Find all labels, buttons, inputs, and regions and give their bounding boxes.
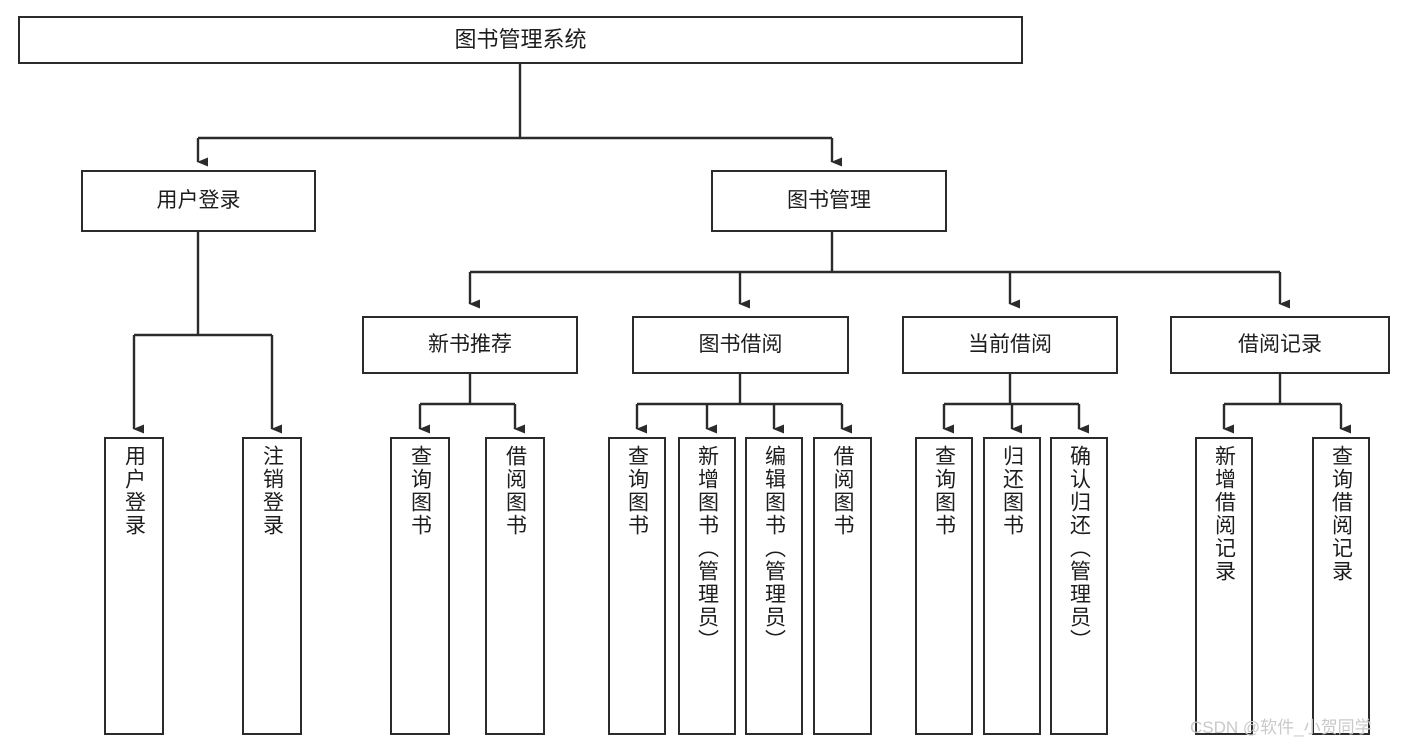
- node-label: 图书管理系统: [454, 26, 587, 52]
- node-leaf-user-login[interactable]: 用户登录: [104, 437, 164, 735]
- node-leaf-query-book-2[interactable]: 查询图书: [608, 437, 666, 735]
- node-leaf-query-record[interactable]: 查询借阅记录: [1312, 437, 1370, 735]
- node-label: 归还图书: [1000, 445, 1024, 537]
- node-leaf-query-book-1[interactable]: 查询图书: [390, 437, 450, 735]
- node-label: 查询图书: [625, 445, 649, 537]
- node-user-login[interactable]: 用户登录: [81, 170, 316, 232]
- node-label: 借阅图书: [831, 445, 854, 537]
- node-label: 新增借阅记录: [1212, 445, 1236, 583]
- node-label: 注销登录: [260, 445, 284, 537]
- node-leaf-borrow-book-2[interactable]: 借阅图书: [813, 437, 872, 735]
- node-label: 用户登录: [156, 189, 241, 213]
- node-label: 编辑图书（管理员）: [762, 445, 786, 652]
- node-current-borrow[interactable]: 当前借阅: [902, 316, 1118, 374]
- node-label: 借阅图书: [503, 445, 527, 537]
- node-leaf-borrow-book-1[interactable]: 借阅图书: [485, 437, 545, 735]
- node-new-book-recommend[interactable]: 新书推荐: [362, 316, 578, 374]
- node-leaf-edit-book[interactable]: 编辑图书（管理员）: [745, 437, 803, 735]
- node-label: 查询图书: [408, 445, 432, 537]
- node-book-manage[interactable]: 图书管理: [711, 170, 947, 232]
- node-label: 图书管理: [787, 189, 871, 213]
- node-borrow-record[interactable]: 借阅记录: [1170, 316, 1390, 374]
- node-label: 当前借阅: [968, 333, 1052, 357]
- node-label: 查询图书: [932, 445, 956, 537]
- node-label: 新增图书（管理员）: [695, 445, 719, 652]
- node-book-borrow[interactable]: 图书借阅: [632, 316, 849, 374]
- node-leaf-logout[interactable]: 注销登录: [242, 437, 302, 735]
- node-label: 用户登录: [122, 445, 146, 537]
- node-label: 图书借阅: [698, 333, 783, 357]
- node-label: 查询借阅记录: [1329, 445, 1353, 583]
- node-leaf-query-book-3[interactable]: 查询图书: [915, 437, 973, 735]
- node-leaf-return-book[interactable]: 归还图书: [983, 437, 1041, 735]
- node-leaf-confirm-return[interactable]: 确认归还（管理员）: [1050, 437, 1108, 735]
- node-leaf-add-record[interactable]: 新增借阅记录: [1195, 437, 1253, 735]
- node-label: 确认归还（管理员）: [1067, 445, 1091, 652]
- node-leaf-add-book[interactable]: 新增图书（管理员）: [678, 437, 736, 735]
- node-label: 借阅记录: [1238, 333, 1322, 357]
- node-label: 新书推荐: [428, 333, 512, 357]
- node-root-book-management-system[interactable]: 图书管理系统: [18, 16, 1023, 64]
